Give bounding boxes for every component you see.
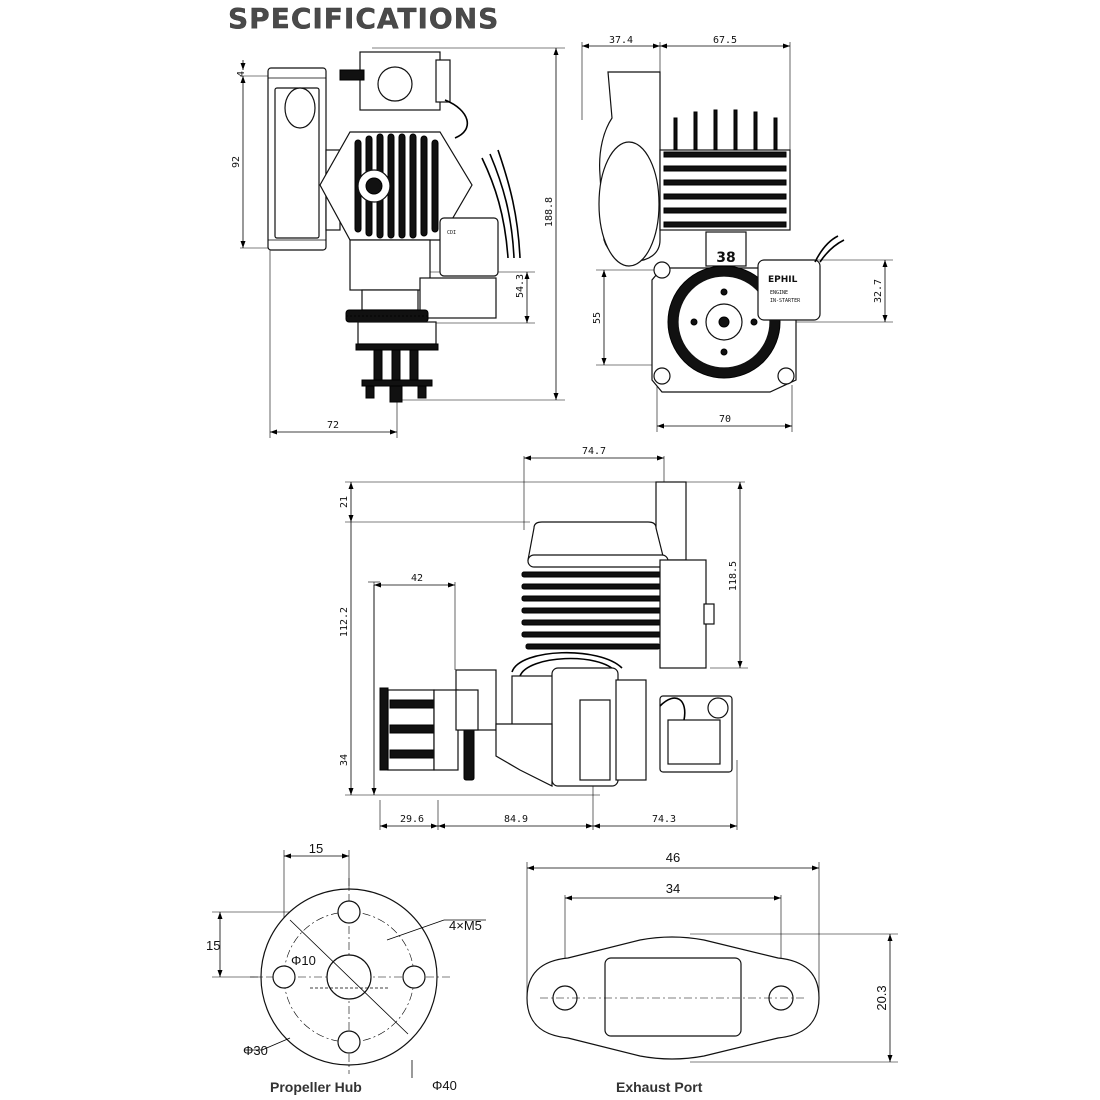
dim-port-hole-spacing: 34 — [666, 881, 680, 896]
dim-top-w-c3: 74.3 — [652, 814, 676, 825]
dim-front-height-a: 92 — [231, 156, 242, 168]
dim-front-top-offset: 4 — [236, 71, 247, 77]
dim-hub-pcd: Φ30 — [243, 1043, 268, 1058]
dim-top-w-top: 74.7 — [582, 446, 606, 457]
dim-hub-spacing-h: 15 — [309, 841, 323, 856]
dim-front-width: 72 — [327, 420, 339, 431]
dim-side-h-left: 55 — [592, 312, 603, 324]
cooling-fins — [354, 133, 439, 239]
dim-hub-spacing-v: 15 — [206, 938, 220, 953]
dim-top-h-c: 112.2 — [339, 607, 350, 637]
dim-front-height-total: 188.8 — [544, 197, 555, 227]
dim-top-w-c2: 84.9 — [504, 814, 528, 825]
side-model-label: 38 — [716, 250, 735, 266]
side-brand-sub2: IN-STARTER — [770, 298, 801, 304]
top-cooling-fins — [521, 571, 665, 650]
exhaust-port-view: 46 34 20.3 Exhaust Port — [526, 850, 898, 1095]
svg-text:CDI: CDI — [447, 230, 456, 236]
side-cooling-fins — [659, 109, 791, 231]
side-brand-sub1: ENGINE — [770, 290, 788, 296]
page-title: SPECIFICATIONS — [228, 2, 500, 35]
exhaust-port-caption: Exhaust Port — [616, 1079, 703, 1095]
dim-top-w-b: 42 — [411, 573, 423, 584]
dim-hub-outer: Φ40 — [432, 1078, 457, 1093]
dim-side-h-right: 32.7 — [873, 279, 884, 303]
dim-side-w-left: 37.4 — [609, 35, 633, 46]
dim-hub-bolts: 4×M5 — [449, 918, 482, 933]
top-view: 74.7 21 118.5 42 112.2 34 29.6 84.9 74.3 — [339, 446, 748, 830]
dim-top-w-c1: 29.6 — [400, 814, 424, 825]
dim-top-h-a: 21 — [339, 496, 350, 508]
front-view: CDI 4 92 188.8 54.3 72 — [231, 47, 565, 438]
propeller-hub-view: 15 15 4×M5 Φ10 Φ30 Φ40 Propeller Hub — [206, 841, 486, 1095]
dim-port-height: 20.3 — [874, 985, 889, 1010]
side-brand-label: EPHIL — [768, 275, 798, 285]
dim-front-height-b: 54.3 — [515, 274, 526, 298]
dim-hub-inner: Φ10 — [291, 953, 316, 968]
side-view: 38 EPHIL ENGINE IN-STARTER 37.4 67.5 32.… — [581, 35, 893, 432]
dim-top-h-d: 34 — [339, 754, 350, 766]
dim-port-outer-w: 46 — [666, 850, 680, 865]
dim-side-w-right: 67.5 — [713, 35, 737, 46]
dim-top-h-b: 118.5 — [728, 561, 739, 591]
propeller-hub-caption: Propeller Hub — [270, 1079, 362, 1095]
dim-side-w-bottom: 70 — [719, 414, 731, 425]
